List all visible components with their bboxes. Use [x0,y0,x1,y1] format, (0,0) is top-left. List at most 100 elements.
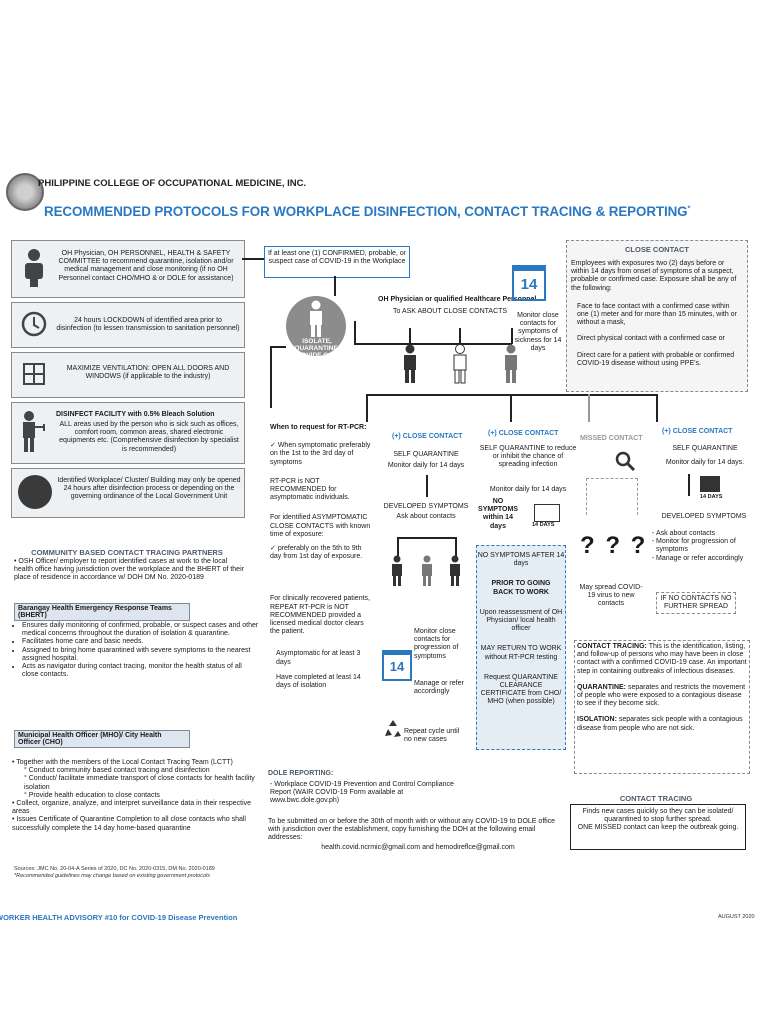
ask-close-label: To ASK ABOUT CLOSE CONTACTS [393,308,508,315]
oh-physician-label: OH Physician or qualified Healthcare Per… [378,296,537,303]
col1-box-right [455,537,457,561]
col1-monitor: Monitor close contacts for progression o… [414,628,459,660]
reopen-text: Identified Workplace/ Cluster/ Building … [57,477,241,501]
dole-emails: health.covid.ncrmic@gmail.com and hemodi… [321,844,515,851]
ventilation-box: MAXIMIZE VENTILATION: OPEN ALL DOORS AND… [11,352,245,398]
window-icon [23,363,45,385]
mho-tab: Municipal Health Officer (MHO)/ City Hea… [14,730,190,748]
list-item: Acts as navigator during contact tracing… [22,663,260,679]
col1-sq: SELF QUARANTINE [393,451,459,458]
disinfect-title: DISINFECT FACILITY with 0.5% Bleach Solu… [56,411,215,418]
col4-sq: SELF QUARANTINE [672,445,738,452]
disinfect-box: DISINFECT FACILITY with 0.5% Bleach Solu… [11,402,245,464]
col2-box-5: Request QUARANTINE CLEARANCE CERTIFICATE… [480,673,562,706]
rtpcr-arrow [270,346,272,408]
trigger-down [334,276,336,296]
mho-block: • Together with the members of the Local… [12,759,260,833]
missed-dashed-lines [586,478,638,515]
missed-questions: ? ? ? [580,532,648,559]
dole-submit: To be submitted on or before the 30th of… [268,818,556,842]
reopen-box: Identified Workplace/ Cluster/ Building … [11,468,245,518]
col1-box-top [397,537,455,539]
oh-committee-box: OH Physician, OH PERSONNEL, HEALTH & SAF… [11,240,245,298]
bhert-tab: Barangay Health Emergency Response Teams… [14,603,190,621]
contact-person-3-icon [505,344,517,383]
disinfect-text: ALL areas used by the person who is sick… [59,421,239,453]
recycle-icon [385,720,401,737]
col1-person-3-icon [450,555,460,586]
rtpcr-panel: When to request for RT-PCR: ✓ When sympt… [270,424,374,690]
col1-person-2-icon [422,555,432,586]
ct-box-line2: ONE MISSED contact can keep the outbreak… [577,824,739,832]
rtpcr-p1: ✓ When symptomatic preferably on the 1st… [270,442,371,466]
mho-lead: • Together with the members of the Local… [12,759,233,766]
col1-ask: Ask about contacts [396,513,456,520]
col1-person-1-icon [392,555,402,586]
calendar-icon: 14 [512,265,546,301]
tree-drop-2 [459,328,461,344]
rtpcr-p4: ✓ preferably on the 5th to 9th day from … [270,545,363,561]
rtpcr-p6: Asymptomatic for at least 3 days [276,650,361,666]
col1-down [426,475,428,497]
rtpcr-p3: For identified ASYMPTOMATIC CLOSE CONTAC… [270,514,371,538]
definitions-box: CONTACT TRACING: This is the identificat… [574,640,750,774]
reopen-seal-icon [18,475,52,509]
def-quarantine: QUARANTINE: separates and restricts the … [577,683,746,708]
list-item: Manage or refer accordingly [656,555,766,563]
col4-arrow [688,474,690,496]
close-contact-box: CLOSE CONTACT Employees with exposures t… [566,240,748,392]
pcom-logo [6,173,44,211]
missed-head: MISSED CONTACT [580,435,643,442]
col1-head: (+) CLOSE CONTACT [392,433,463,440]
ventilation-text: MAXIMIZE VENTILATION: OPEN ALL DOORS AND… [66,365,230,381]
spray-worker-icon [23,411,45,452]
list-item: Assigned to bring home quarantined with … [22,647,260,663]
def-contact-tracing: CONTACT TRACING: This is the identificat… [577,643,747,675]
rtpcr-p5: For clinically recovered patients, REPEA… [270,595,370,636]
col1-dev: DEVELOPED SYMPTOMS [383,503,469,510]
list-item: Ensures daily monitoring of confirmed, p… [22,622,260,638]
col4-nospread: IF NO CONTACTS NO FURTHER SPREAD [656,592,736,615]
col2-box-1: NO SYMPTOMS AFTER 14 days [477,552,565,568]
org-name: PHILIPPINE COLLEGE OF OCCUPATIONAL MEDIC… [38,178,307,189]
list-item: ° Conduct community based contact tracin… [24,767,210,775]
rtpcr-arrow-h [270,346,286,348]
col4-list: Ask about contacts Monitor for progressi… [646,530,766,563]
list-item: ° Provide health education to close cont… [24,791,160,799]
list-item: Ask about contacts [656,530,766,538]
magnifier-icon [615,451,636,472]
dole-title: DOLE REPORTING: [268,770,334,777]
community-intro: • OSH Officer/ employer to report identi… [14,558,244,582]
branch-col2 [510,394,512,422]
isolated-person-icon [310,300,322,337]
close-contact-item-1: Face to face contact with a confirmed ca… [577,302,737,327]
rtpcr-p7: Have completed at least 14 days of isola… [276,673,361,690]
col1-repeat: Repeat cycle until no new cases [404,728,460,744]
col2-nosym: NO SYMPTOMS within 14 days [478,498,518,530]
col1-calendar-icon: 14 [382,650,412,681]
missed-spread: May spread COVID-19 virus to new contact… [579,584,643,608]
list-item: • Collect, organize, analyze, and interp… [12,800,252,816]
col1-mon: Monitor daily for 14 days [387,462,465,469]
list-item: Facilitates home care and basic needs. [22,638,260,646]
ct-box-line1: Finds new cases quickly so they can be i… [582,808,734,824]
footer-date: AUGUST 2020 [718,914,755,920]
col4-house-icon [700,476,720,492]
list-item: • Issues Certificate of Quarantine Compl… [12,816,246,832]
tree-drop-1 [409,328,411,344]
sources: Sources: JMC No. 20-04-A Series of 2020,… [14,866,215,872]
lockdown-text: 24 hours LOCKDOWN of identified area pri… [56,317,240,333]
lockdown-box: 24 hours LOCKDOWN of identified area pri… [11,302,245,348]
col2-sq: SELF QUARANTINE to reduce or inhibit the… [479,445,577,469]
rtpcr-title: When to request for RT-PCR: [270,424,367,431]
col2-box-3: Upon reassessment of OH Physician/ local… [479,608,563,633]
clock-icon [21,311,47,337]
col4-head: (+) CLOSE CONTACT [662,428,733,435]
tree-drop-3 [511,328,513,344]
monitor-14-text: Monitor close contacts for symptoms of s… [514,312,562,352]
col2-head: (+) CLOSE CONTACT [488,430,559,437]
col2-box-2: PRIOR TO GOING BACK TO WORK [491,580,551,596]
tree-trunk [354,321,356,343]
close-contact-item-2: Direct physical contact with a confirmed… [577,335,725,343]
tree-bar [354,343,512,345]
